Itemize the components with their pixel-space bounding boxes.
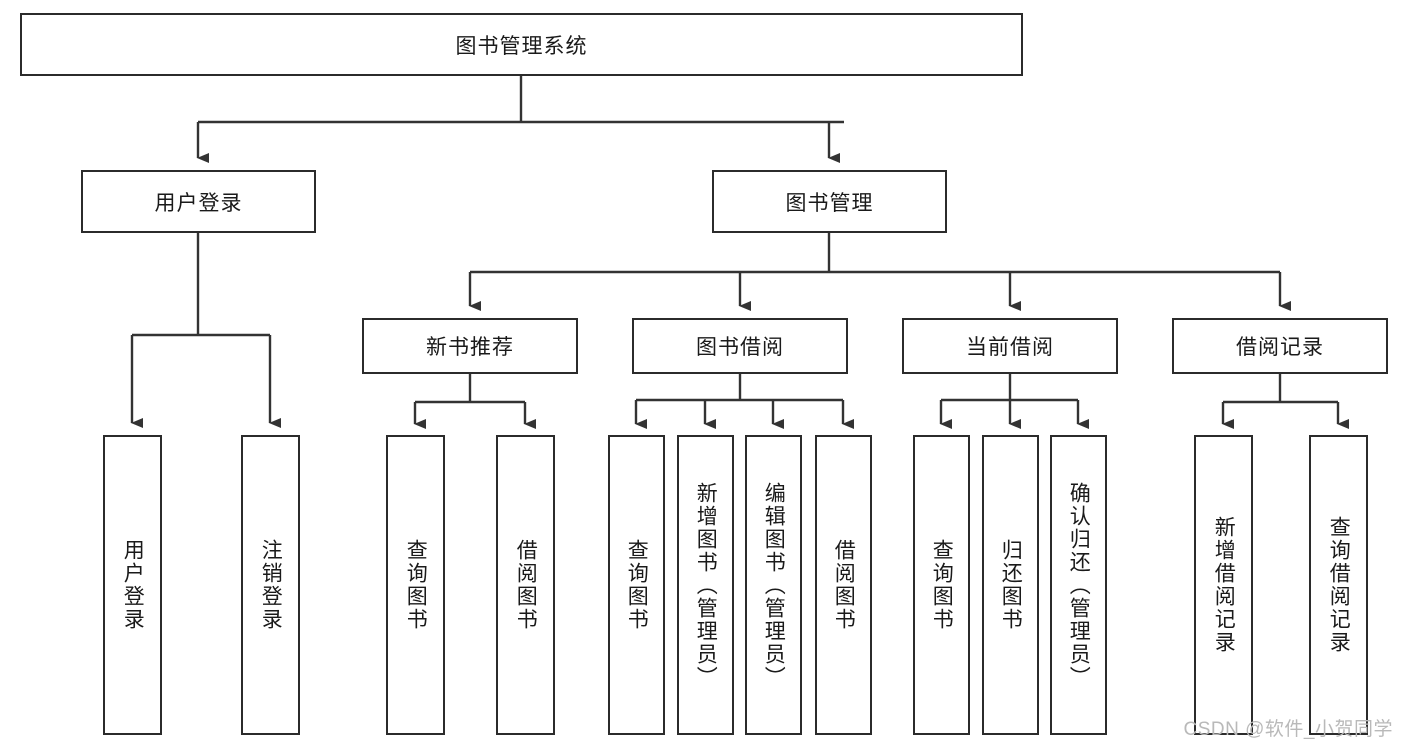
node-root-label: 图书管理系统 [455, 34, 588, 58]
leaf-record-query-record-label: 查询借阅记录 [1327, 516, 1351, 654]
node-current-borrow[interactable]: 当前借阅 [902, 318, 1118, 374]
leaf-borrow-query-book-label: 查询图书 [625, 539, 649, 631]
leaf-recommend-borrow-book[interactable]: 借阅图书 [496, 435, 555, 735]
node-current-borrow-label: 当前借阅 [966, 336, 1054, 359]
leaf-record-add-record-label: 新增借阅记录 [1212, 516, 1236, 654]
node-book-borrow[interactable]: 图书借阅 [632, 318, 848, 374]
leaf-borrow-query-book[interactable]: 查询图书 [608, 435, 665, 735]
leaf-borrow-edit-book-label: 编辑图书（管理员） [762, 481, 786, 689]
leaf-borrow-edit-book[interactable]: 编辑图书（管理员） [745, 435, 802, 735]
leaf-borrow-add-book[interactable]: 新增图书（管理员） [677, 435, 734, 735]
node-borrow-record-label: 借阅记录 [1236, 336, 1324, 359]
leaf-current-return-book[interactable]: 归还图书 [982, 435, 1039, 735]
node-root[interactable]: 图书管理系统 [20, 13, 1023, 76]
node-book-borrow-label: 图书借阅 [696, 336, 784, 359]
leaf-recommend-query-book-label: 查询图书 [404, 539, 428, 631]
leaf-record-add-record[interactable]: 新增借阅记录 [1194, 435, 1253, 735]
node-book-management[interactable]: 图书管理 [712, 170, 947, 233]
leaf-current-confirm-return[interactable]: 确认归还（管理员） [1050, 435, 1107, 735]
leaf-borrow-borrow-book-label: 借阅图书 [832, 539, 856, 631]
leaf-recommend-query-book[interactable]: 查询图书 [386, 435, 445, 735]
leaf-recommend-borrow-book-label: 借阅图书 [514, 539, 538, 631]
node-user-login[interactable]: 用户登录 [81, 170, 316, 233]
node-new-book-recommend-label: 新书推荐 [426, 336, 514, 359]
node-book-management-label: 图书管理 [785, 191, 874, 215]
leaf-user-login-signin-label: 用户登录 [121, 539, 145, 631]
leaf-user-login-signin[interactable]: 用户登录 [103, 435, 162, 735]
node-new-book-recommend[interactable]: 新书推荐 [362, 318, 578, 374]
leaf-borrow-borrow-book[interactable]: 借阅图书 [815, 435, 872, 735]
leaf-borrow-add-book-label: 新增图书（管理员） [694, 481, 718, 689]
leaf-user-login-signout-label: 注销登录 [259, 539, 283, 631]
leaf-current-query-book-label: 查询图书 [930, 539, 954, 631]
leaf-current-query-book[interactable]: 查询图书 [913, 435, 970, 735]
leaf-user-login-signout[interactable]: 注销登录 [241, 435, 300, 735]
leaf-record-query-record[interactable]: 查询借阅记录 [1309, 435, 1368, 735]
leaf-current-confirm-return-label: 确认归还（管理员） [1067, 481, 1091, 689]
node-borrow-record[interactable]: 借阅记录 [1172, 318, 1388, 374]
watermark-text: CSDN @软件_小贺同学 [1183, 719, 1393, 740]
node-user-login-label: 用户登录 [154, 191, 243, 215]
leaf-current-return-book-label: 归还图书 [999, 539, 1023, 631]
